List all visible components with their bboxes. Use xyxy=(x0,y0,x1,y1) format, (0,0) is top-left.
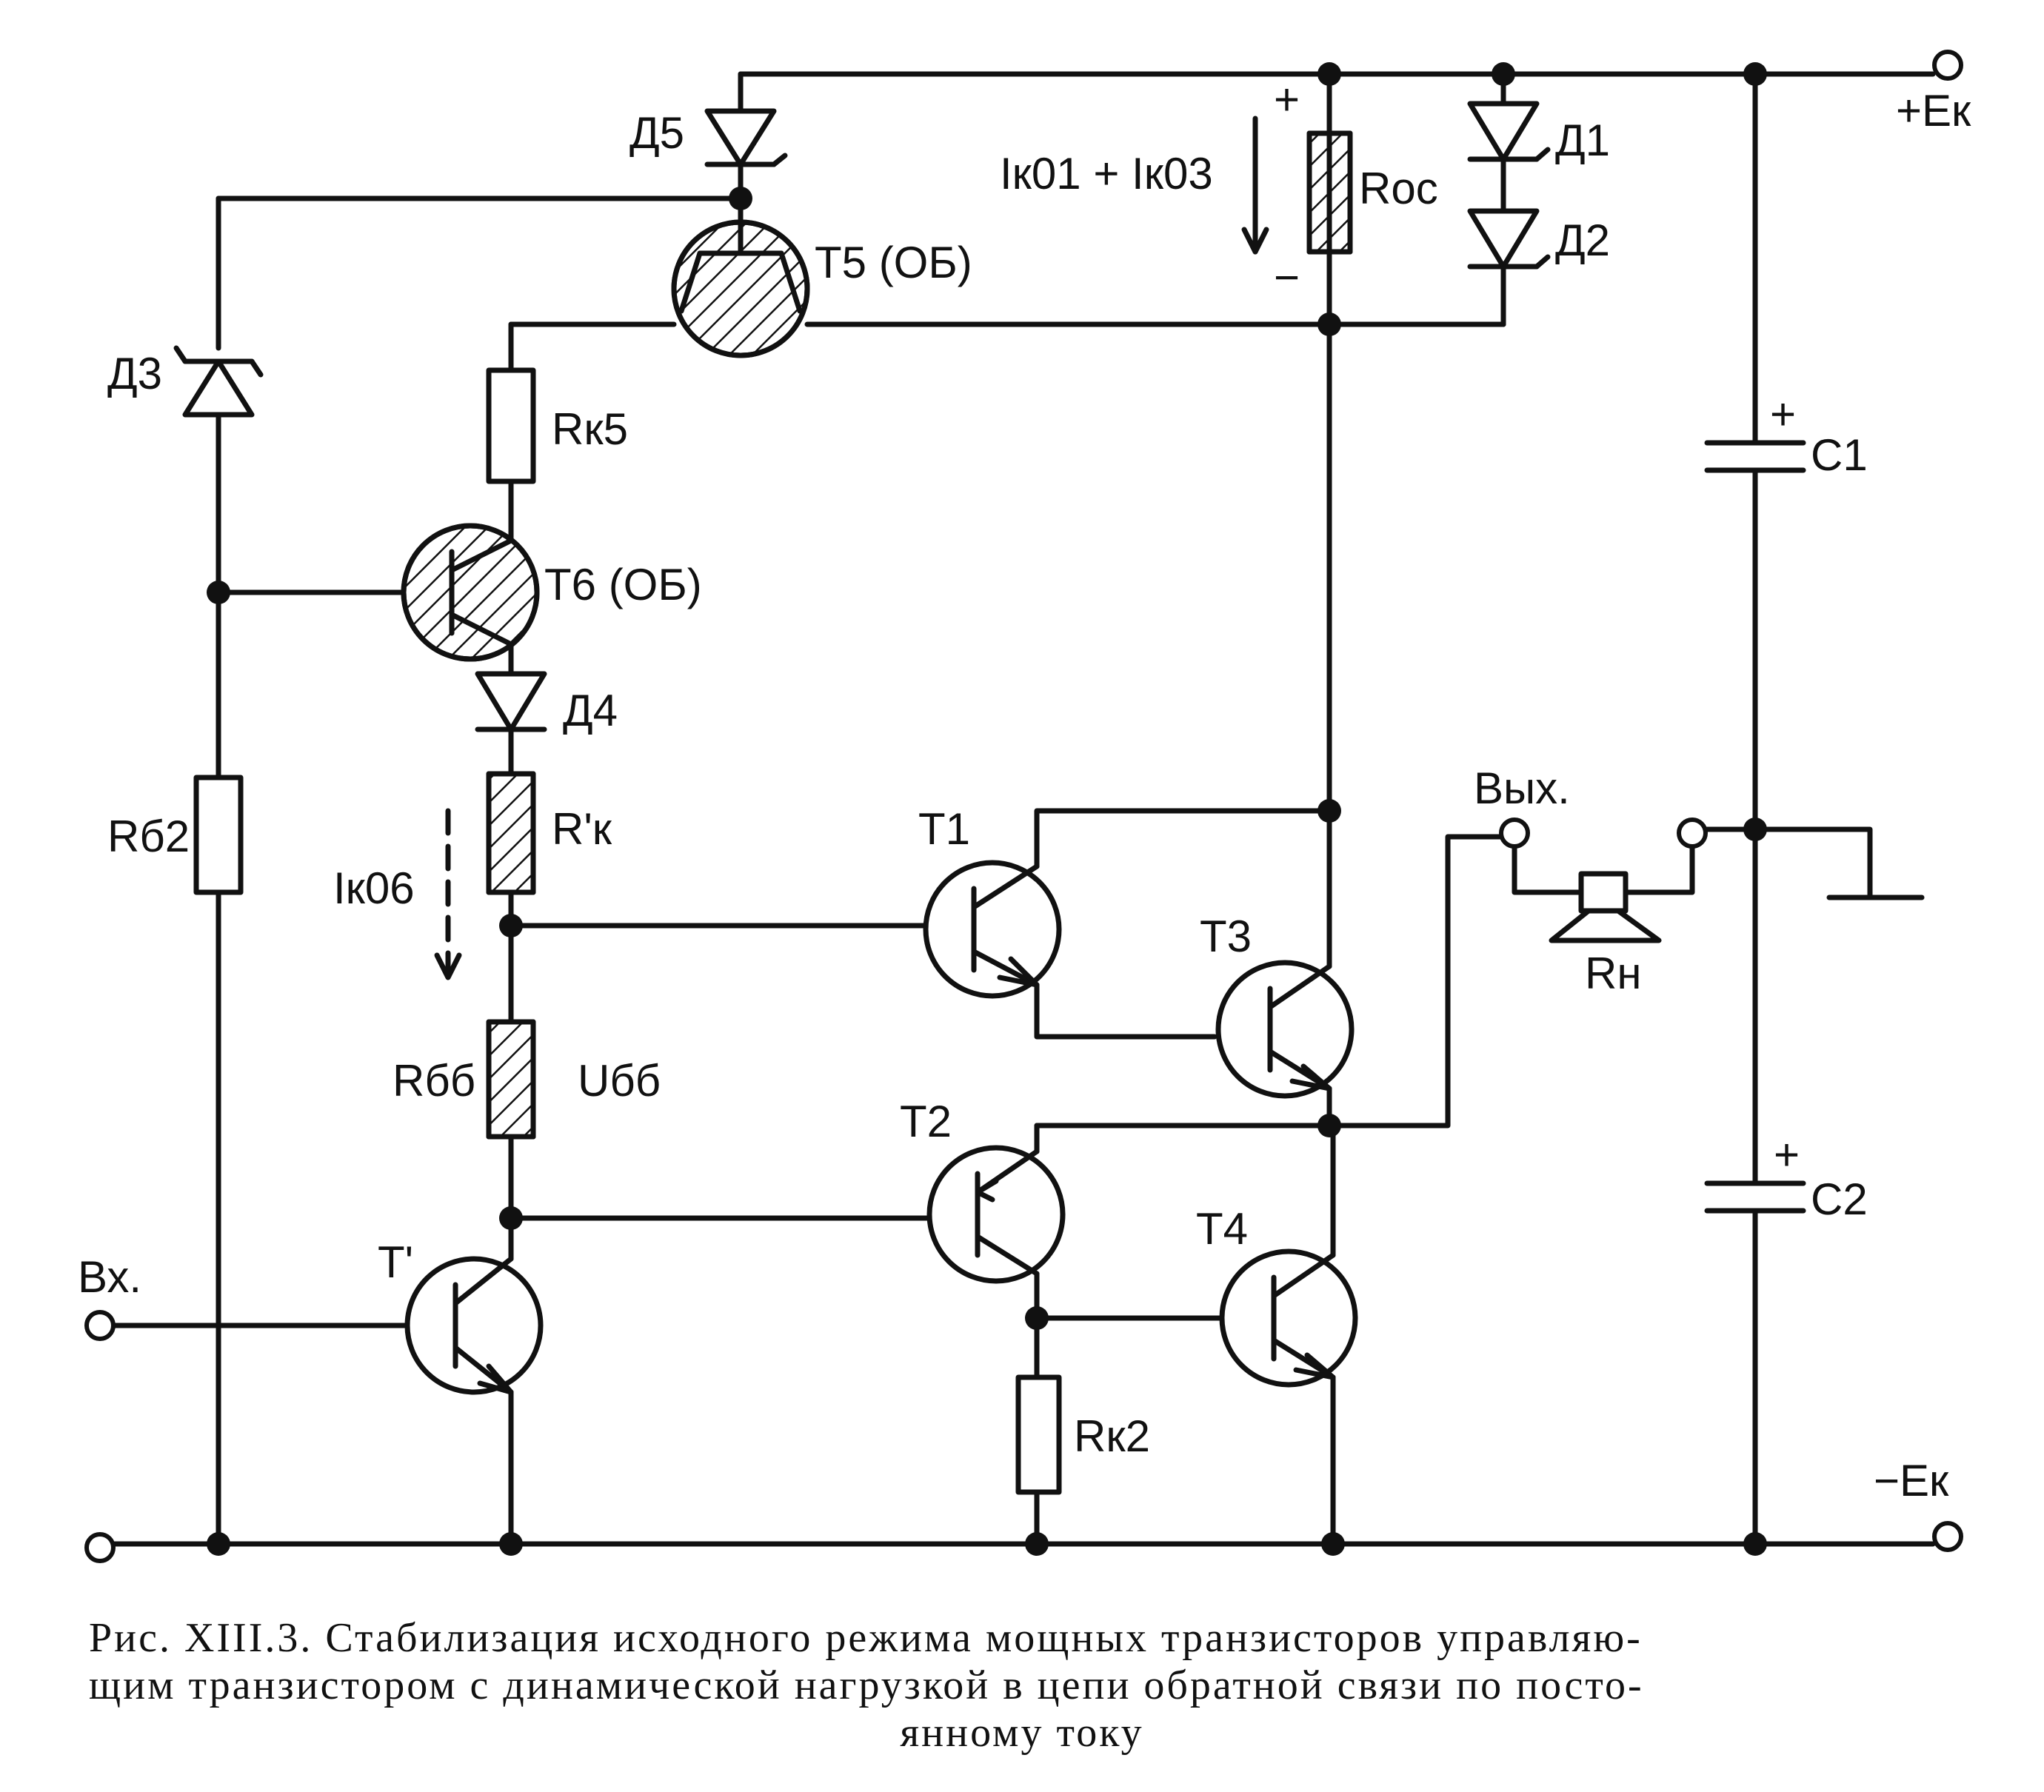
resistor-roc xyxy=(1306,130,1353,255)
resistor-rb2 xyxy=(193,775,244,895)
wire-output xyxy=(1326,834,1517,1129)
figure-caption: Рис. XIII.3. Стабилизация исходного режи… xyxy=(89,1614,1955,1756)
terminal-vyx xyxy=(1499,818,1530,849)
resistor-rbb xyxy=(486,1019,536,1140)
terminal-minus-ek xyxy=(1932,1521,1963,1552)
resistor-rk-prime xyxy=(486,771,536,895)
transistor-t3 xyxy=(1215,960,1355,1099)
wire-t1-collector xyxy=(1034,808,1332,869)
label-d5: Д5 xyxy=(629,108,684,158)
transistor-t-prime xyxy=(404,1256,544,1395)
zener-d3 xyxy=(173,345,264,418)
terminal-load-right xyxy=(1677,818,1708,849)
label-ubb: Uбб xyxy=(578,1056,661,1106)
wire-t1-emitter xyxy=(1034,982,1218,1040)
label-t1: T1 xyxy=(918,804,970,854)
caption-line-3: янному току xyxy=(900,1710,1144,1756)
label-rb2: Rб2 xyxy=(107,812,190,861)
label-t-prime: T' xyxy=(378,1237,413,1287)
label-c2: C2 xyxy=(1811,1174,1868,1224)
wire-load-left xyxy=(1512,834,1584,895)
label-plus-c2: + xyxy=(1774,1130,1800,1180)
transistor-t4 xyxy=(1219,1248,1358,1388)
label-t6: T6 (ОБ) xyxy=(544,560,702,609)
label-rk2: Rк2 xyxy=(1074,1411,1150,1461)
label-vyx: Вых. xyxy=(1474,763,1570,813)
diode-d4 xyxy=(475,671,547,732)
capacitor-c2 xyxy=(1704,1180,1806,1214)
diode-d5 xyxy=(704,108,788,167)
wire-ground xyxy=(1752,826,1873,900)
caption-line-2: щим транзистором с динамической нагрузко… xyxy=(89,1662,1644,1708)
capacitor-c1 xyxy=(1704,440,1806,473)
label-d1: Д1 xyxy=(1555,116,1610,165)
diode-d2 xyxy=(1467,208,1551,270)
label-t4: T4 xyxy=(1196,1204,1248,1254)
transistor-t5 xyxy=(671,195,810,358)
label-vx: Вх. xyxy=(78,1252,141,1302)
transistor-t6 xyxy=(401,523,540,662)
label-plus-roc: + xyxy=(1274,75,1300,124)
label-t3: T3 xyxy=(1200,912,1252,961)
label-minus-ek: −Eк xyxy=(1874,1456,1949,1505)
wire-load-right xyxy=(1623,834,1695,895)
caption-line-1: Рис. XIII.3. Стабилизация исходного режи… xyxy=(89,1615,1643,1661)
label-rk-prime: R'к xyxy=(552,804,612,854)
label-current-top: Iк01 + Iк03 xyxy=(1000,149,1213,198)
label-d2: Д2 xyxy=(1555,215,1610,265)
label-roc: Roc xyxy=(1359,164,1438,213)
label-d4: Д4 xyxy=(563,686,618,735)
label-rn: Rн xyxy=(1585,949,1641,998)
terminal-plus-ek xyxy=(1932,50,1963,81)
label-t2: T2 xyxy=(900,1097,952,1146)
label-d3: Д3 xyxy=(107,349,162,398)
transistor-t2 xyxy=(926,1145,1066,1284)
label-rbb: Rбб xyxy=(393,1056,475,1106)
terminal-bottom-left xyxy=(84,1532,116,1563)
diode-d1 xyxy=(1467,101,1551,162)
speaker-rn xyxy=(1549,871,1662,943)
resistor-rk5 xyxy=(486,367,536,484)
label-ik06: Iк06 xyxy=(333,863,415,913)
label-plus-ek: +Eк xyxy=(1896,86,1971,136)
transistor-t1 xyxy=(923,860,1062,999)
label-plus-c1: + xyxy=(1770,390,1796,439)
label-minus-roc: − xyxy=(1274,253,1300,302)
terminal-vx xyxy=(84,1310,116,1341)
label-rk5: Rк5 xyxy=(552,404,628,454)
label-c1: C1 xyxy=(1811,430,1868,480)
resistor-rk2 xyxy=(1015,1374,1062,1495)
label-t5: T5 (ОБ) xyxy=(815,238,972,287)
junction-dots xyxy=(207,62,1767,1556)
